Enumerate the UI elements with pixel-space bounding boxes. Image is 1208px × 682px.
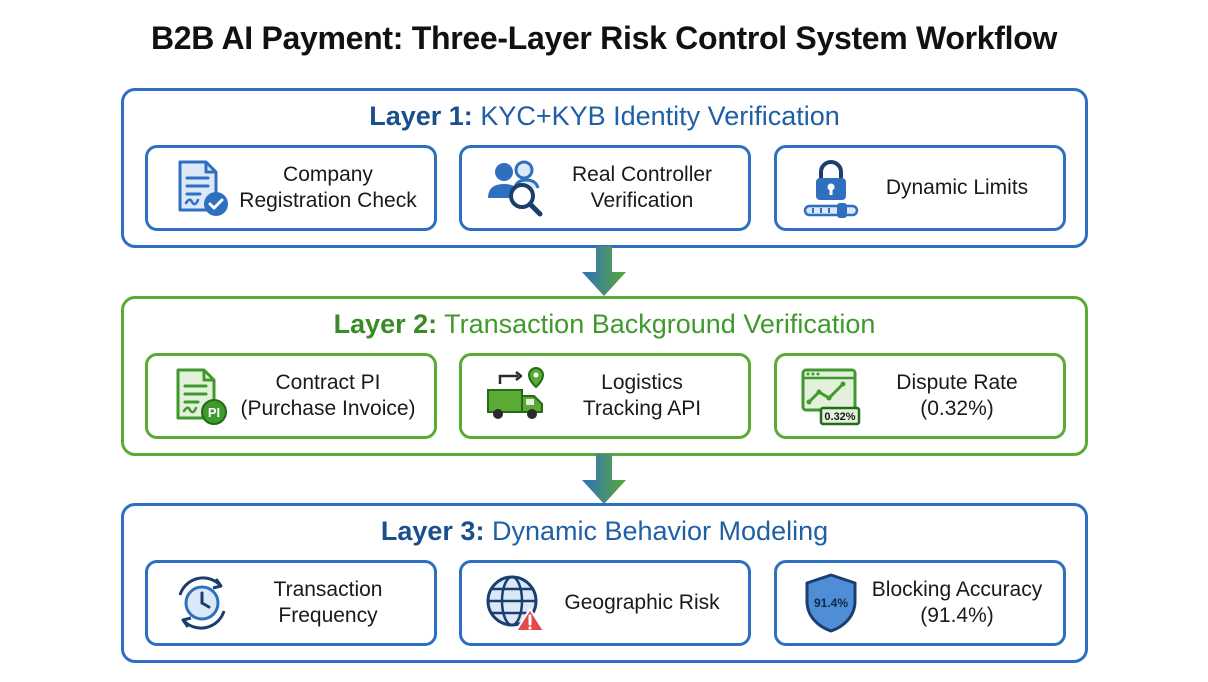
layer-1-label: Layer 1: <box>369 101 473 131</box>
card-label-line1: Blocking Accuracy <box>871 578 1043 601</box>
card-label-line2: Verification <box>590 189 694 212</box>
card-label-line1: Geographic Risk <box>564 591 720 614</box>
card-label-line1: Dispute Rate <box>896 371 1018 394</box>
card-label-line2: Frequency <box>278 604 378 627</box>
truck-location-icon <box>484 364 548 428</box>
card-geographic-risk: Geographic Risk <box>459 560 751 646</box>
document-check-icon <box>170 156 234 220</box>
pi-badge: PI <box>208 405 220 420</box>
card-label: Dispute Rate (0.32%) <box>863 370 1063 422</box>
layer-3-name: Dynamic Behavior Modeling <box>491 516 829 546</box>
invoice-document-icon: PI <box>170 364 234 428</box>
card-dynamic-limits: Dynamic Limits <box>774 145 1066 231</box>
layer-1-title: Layer 1: KYC+KYB Identity Verification <box>124 101 1085 132</box>
down-arrow-icon <box>580 246 628 298</box>
shield-icon: 91.4% <box>799 571 863 635</box>
card-transaction-frequency: Transaction Frequency <box>145 560 437 646</box>
layer-1-panel: Layer 1: KYC+KYB Identity Verification C… <box>121 88 1088 248</box>
card-label-line2: Tracking API <box>582 397 702 420</box>
card-label-line2: (Purchase Invoice) <box>240 397 416 420</box>
card-label-line2: (91.4%) <box>920 604 994 627</box>
card-label: Company Registration Check <box>234 162 434 214</box>
layer-2-label: Layer 2: <box>333 309 438 339</box>
card-label: Geographic Risk <box>548 590 748 616</box>
blocking-accuracy-badge: 91.4% <box>814 596 848 610</box>
card-company-registration-check: Company Registration Check <box>145 145 437 231</box>
card-label-line2: Registration Check <box>239 189 417 212</box>
layer-3-label: Layer 3: <box>380 516 485 546</box>
card-real-controller-verification: Real Controller Verification <box>459 145 751 231</box>
card-label: Contract PI (Purchase Invoice) <box>234 370 434 422</box>
card-label-line1: Company <box>283 163 373 186</box>
card-label: Transaction Frequency <box>234 577 434 629</box>
chart-window-icon: 0.32% <box>799 364 863 428</box>
card-label-line1: Logistics <box>601 371 683 394</box>
card-label-line1: Contract PI <box>275 371 381 394</box>
card-blocking-accuracy: 91.4% Blocking Accuracy (91.4%) <box>774 560 1066 646</box>
card-logistics-tracking-api: Logistics Tracking API <box>459 353 751 439</box>
lock-slider-icon <box>799 156 863 220</box>
card-dispute-rate: 0.32% Dispute Rate (0.32%) <box>774 353 1066 439</box>
layer-1-name: KYC+KYB Identity Verification <box>480 101 840 131</box>
clock-cycle-icon <box>170 571 234 635</box>
globe-warning-icon <box>484 571 548 635</box>
down-arrow-icon <box>580 454 628 506</box>
card-label: Real Controller Verification <box>548 162 748 214</box>
layer-3-title: Layer 3: Dynamic Behavior Modeling <box>124 516 1085 547</box>
card-contract-pi: PI Contract PI (Purchase Invoice) <box>145 353 437 439</box>
layer-2-name: Transaction Background Verification <box>444 309 876 339</box>
card-label-line1: Dynamic Limits <box>885 176 1029 199</box>
page-title: B2B AI Payment: Three-Layer Risk Control… <box>150 20 1058 56</box>
card-label: Logistics Tracking API <box>548 370 748 422</box>
layer-2-title: Layer 2: Transaction Background Verifica… <box>124 309 1085 340</box>
card-label-line1: Transaction <box>273 578 383 601</box>
card-label: Blocking Accuracy (91.4%) <box>863 577 1063 629</box>
card-label-line2: (0.32%) <box>920 397 994 420</box>
card-label: Dynamic Limits <box>863 175 1063 201</box>
layer-2-panel: Layer 2: Transaction Background Verifica… <box>121 296 1088 456</box>
card-label-line1: Real Controller <box>571 163 713 186</box>
users-search-icon <box>484 156 548 220</box>
layer-3-panel: Layer 3: Dynamic Behavior Modeling Trans… <box>121 503 1088 663</box>
dispute-rate-badge: 0.32% <box>824 411 855 423</box>
